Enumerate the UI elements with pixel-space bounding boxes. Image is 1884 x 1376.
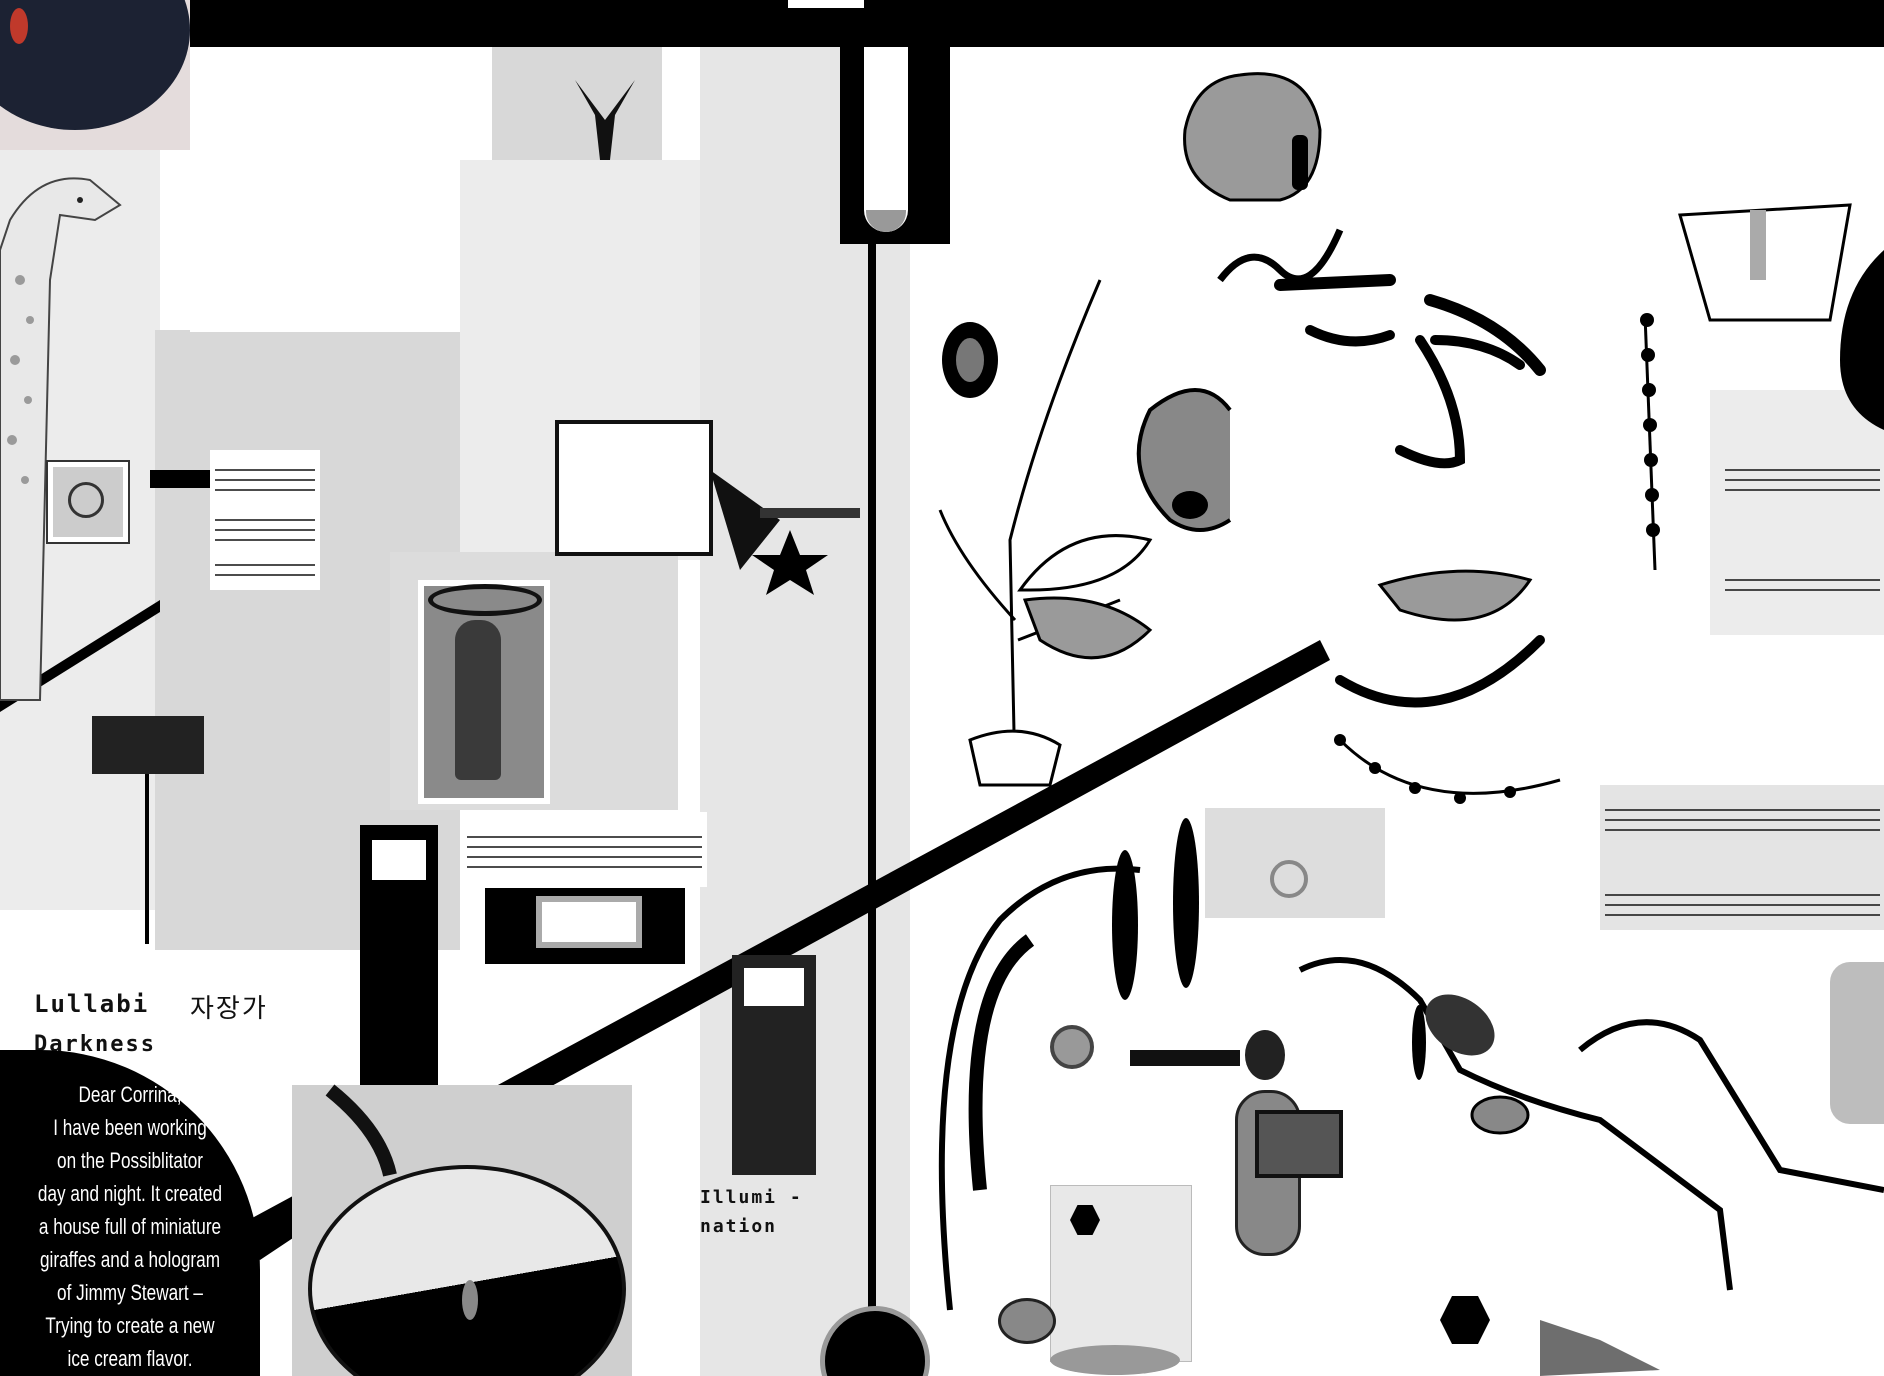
tall-black-oval-1 [1112, 850, 1138, 1000]
hologram-ring [428, 584, 542, 616]
gadget-hexagon [1070, 1205, 1100, 1235]
signpost-pole [145, 774, 149, 944]
half-moon-stem [325, 1084, 397, 1177]
gadget-bar [1130, 1050, 1240, 1066]
guitar-grey-panel [492, 47, 662, 162]
guitar-and-star [710, 470, 860, 595]
gadget-screen [1255, 1110, 1343, 1178]
handwriting-illumi: Illumi - [700, 1187, 803, 1208]
handwriting-nation: nation [700, 1216, 778, 1237]
letter-line: Trying to create a new [45, 1313, 215, 1338]
letter-line: Dear Corrina, [78, 1082, 182, 1107]
gadget-board [1050, 1185, 1192, 1362]
music-notation-1 [210, 450, 320, 590]
projector-lens [68, 482, 104, 518]
right-edge-card [1830, 962, 1884, 1124]
gadget-dark-dial [1245, 1030, 1285, 1080]
letter-line: of Jimmy Stewart – [57, 1280, 203, 1305]
test-tube [864, 47, 908, 232]
music-notation-3 [1600, 785, 1884, 930]
half-moon-disc [308, 1165, 626, 1376]
gadget-roller [998, 1298, 1056, 1344]
corner-red-drop [10, 8, 28, 44]
music-note-frame [555, 420, 713, 556]
gadget-black-oval-right [1412, 1005, 1426, 1080]
crosshair-ring [1270, 860, 1308, 898]
guitar-top [575, 80, 635, 160]
film-strip-1-window [372, 840, 426, 880]
handwriting-korean: 자장가 [190, 994, 268, 1024]
half-moon-drop [462, 1280, 478, 1320]
film-strip-2-window [744, 968, 804, 1006]
gadget-disc [1050, 1025, 1094, 1069]
letter-line: I have been working [53, 1115, 207, 1140]
letter-line: giraffes and a hologram [40, 1247, 220, 1272]
center-vertical-line [868, 47, 876, 1376]
dark-rect-left [92, 716, 204, 774]
music-notation-2 [462, 812, 707, 887]
music-white-panel [190, 47, 490, 332]
cutout-white-rect [536, 896, 642, 948]
letter-line: a house full of miniature [38, 1214, 222, 1239]
test-tube-liquid [866, 210, 906, 232]
top-black-band [190, 0, 1884, 47]
top-band-notch [788, 0, 864, 8]
plant-sketch [938, 279, 1153, 787]
projector-black-bar [150, 470, 210, 488]
giraffe-illustration [0, 177, 122, 701]
tall-black-oval-2 [1173, 818, 1199, 988]
letter-line: ice cream flavor. [67, 1346, 193, 1371]
music-notation-4 [1710, 390, 1884, 635]
face-drawing [938, 72, 1884, 1376]
hologram-figure [455, 620, 501, 780]
letter-bubble: Dear Corrina, I have been working on the… [0, 1050, 260, 1376]
letter-line: day and night. It created [37, 1181, 223, 1206]
handwriting-lullabi: Lullabi [34, 990, 150, 1018]
letter-line: on the Possiblitator [57, 1148, 203, 1173]
gadget-base-ellipse [1050, 1345, 1180, 1375]
